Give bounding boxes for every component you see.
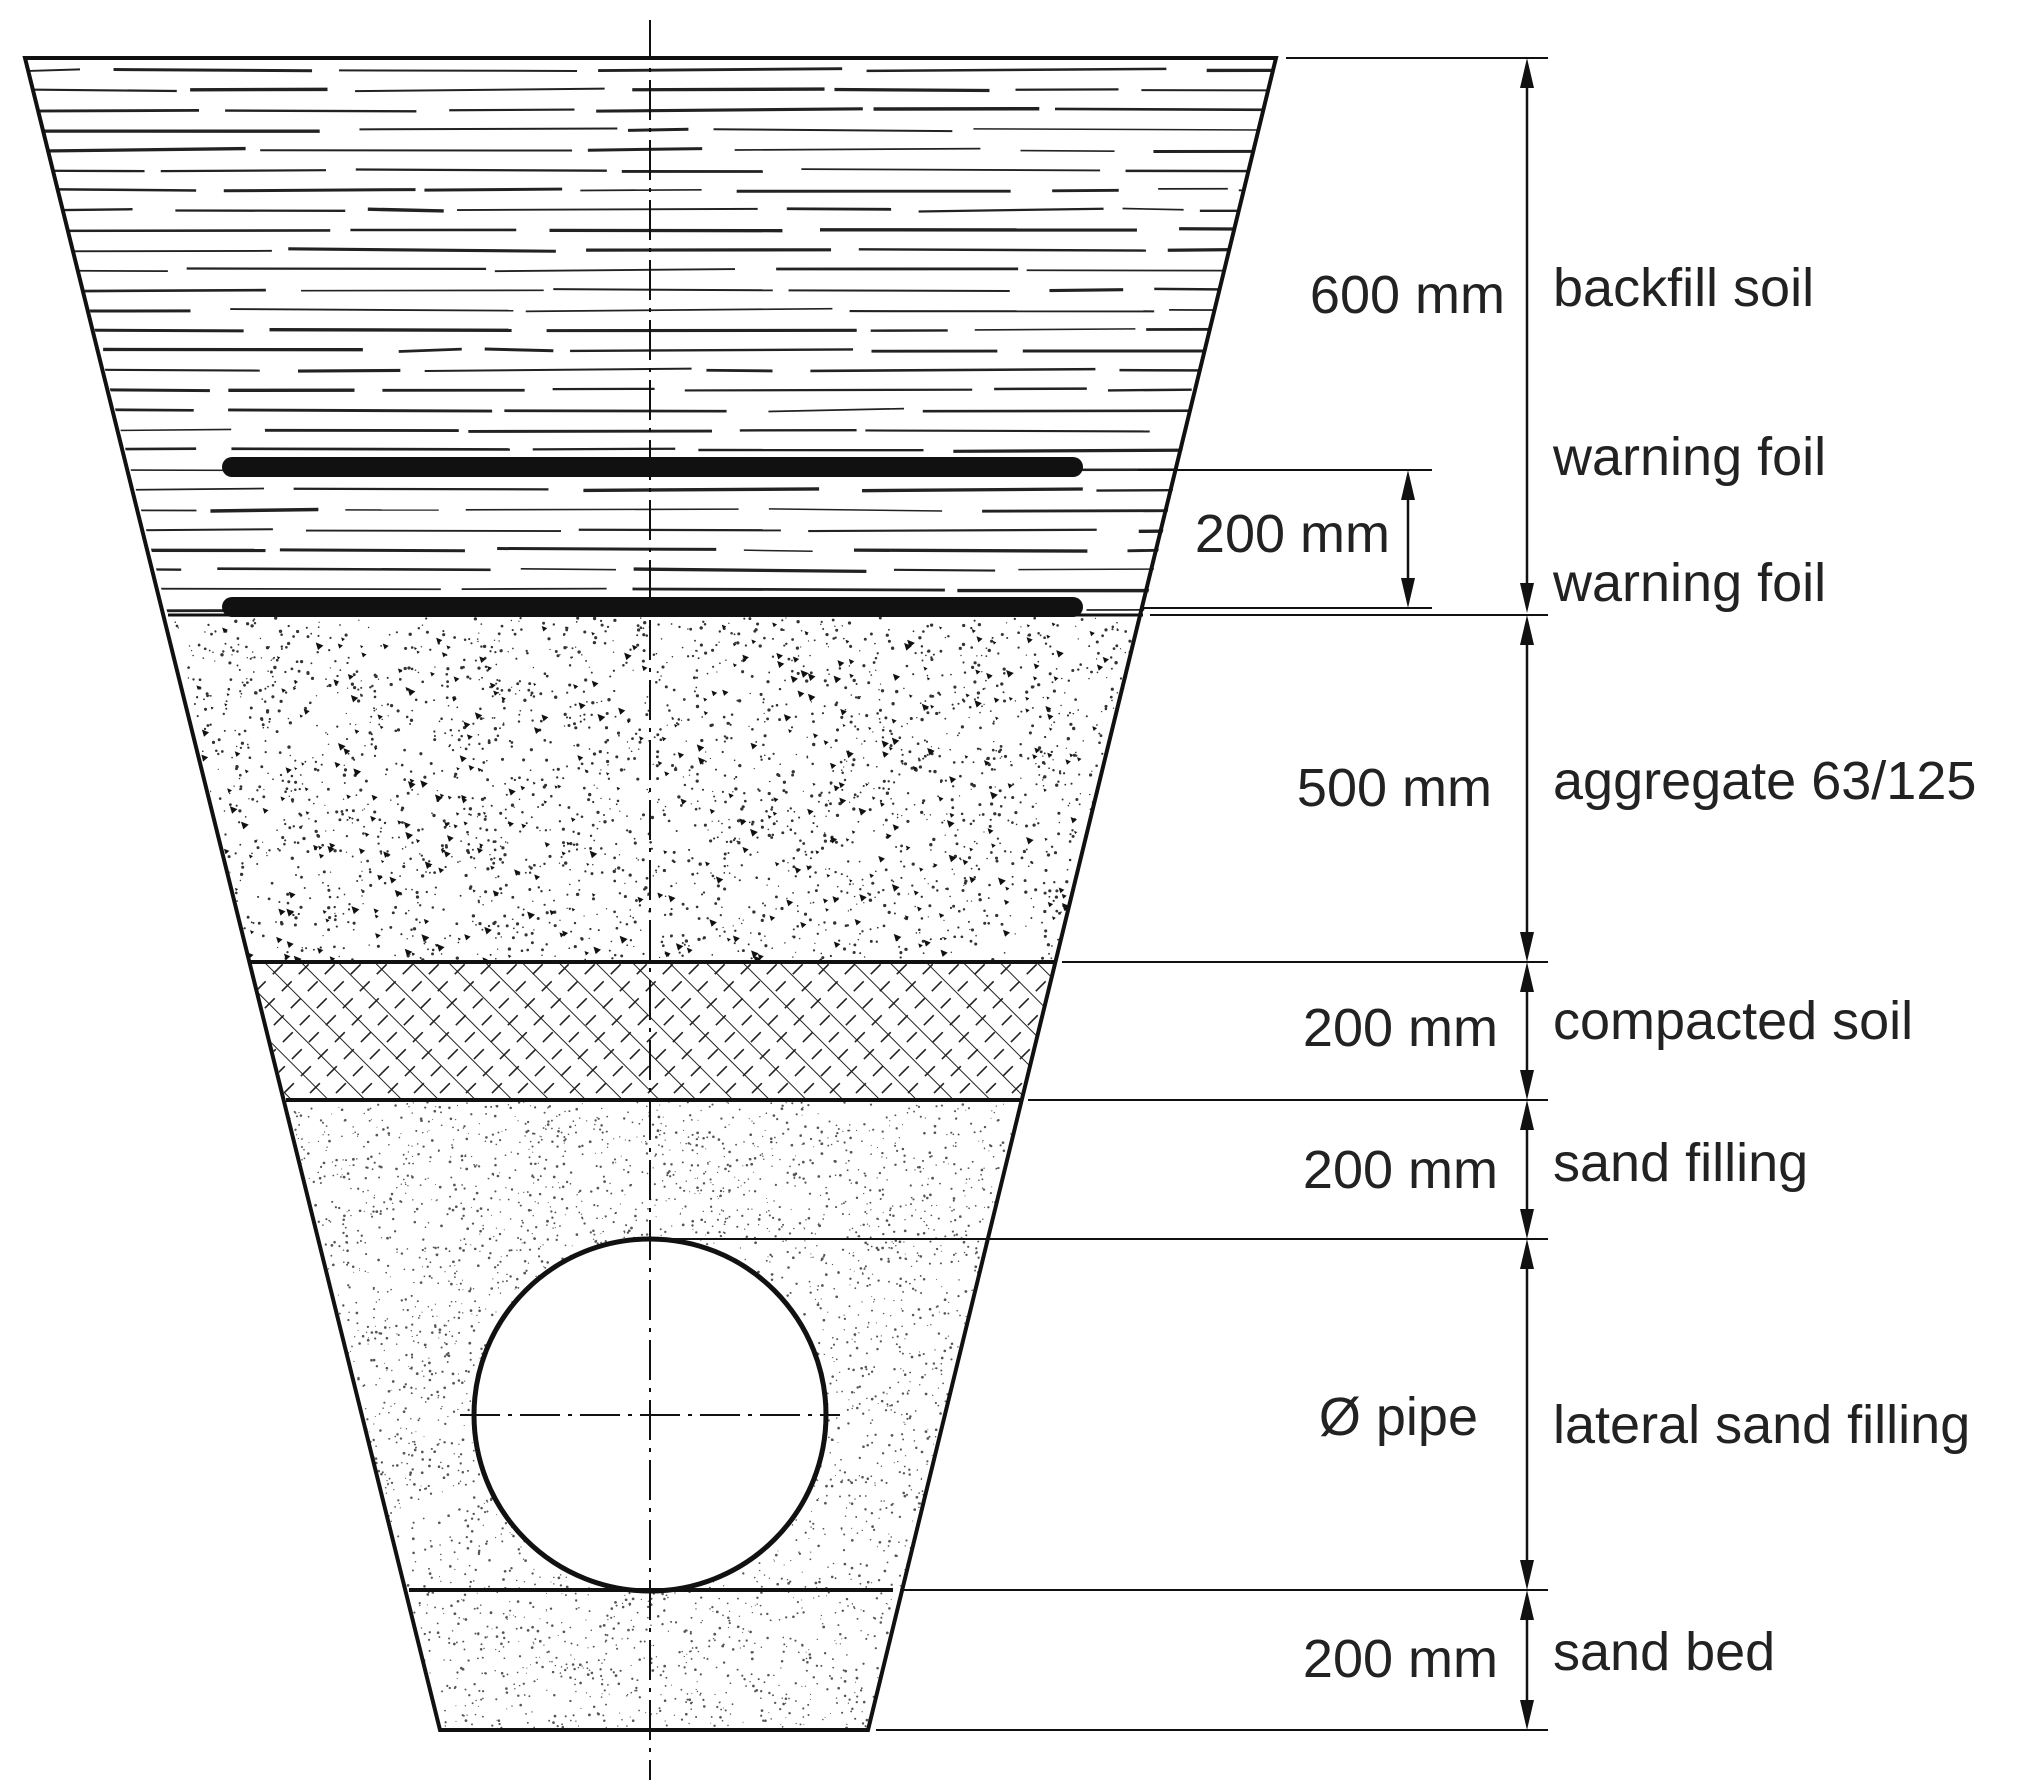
label-lateral-sand-filling: lateral sand filling <box>1553 1395 1970 1455</box>
label-sand-filling: sand filling <box>1553 1133 1808 1193</box>
trench-outline <box>22 56 1279 1732</box>
compacted-soil-dashes <box>251 962 1054 1100</box>
dimension-compacted: 200 mm <box>1303 998 1498 1058</box>
dimension-sandfill: 200 mm <box>1303 1140 1498 1200</box>
label-warning-foil-lower: warning foil <box>1552 553 1826 613</box>
extension-lines <box>650 57 1548 1731</box>
label-warning-foil-upper: warning foil <box>1552 427 1826 487</box>
dimension-aggregate: 500 mm <box>1297 758 1492 818</box>
label-backfill-soil: backfill soil <box>1553 258 1814 318</box>
dimension-sandbed: 200 mm <box>1303 1629 1498 1689</box>
label-compacted-soil: compacted soil <box>1553 991 1913 1051</box>
aggregate-texture <box>168 616 1143 962</box>
label-aggregate: aggregate 63/125 <box>1553 751 1976 811</box>
dimension-arrows <box>1401 58 1534 1730</box>
dimension-foil-gap: 200 mm <box>1195 504 1390 564</box>
dimension-pipe: Ø pipe <box>1319 1387 1478 1447</box>
label-sand-bed: sand bed <box>1553 1622 1775 1682</box>
dimension-backfill: 600 mm <box>1310 265 1505 325</box>
